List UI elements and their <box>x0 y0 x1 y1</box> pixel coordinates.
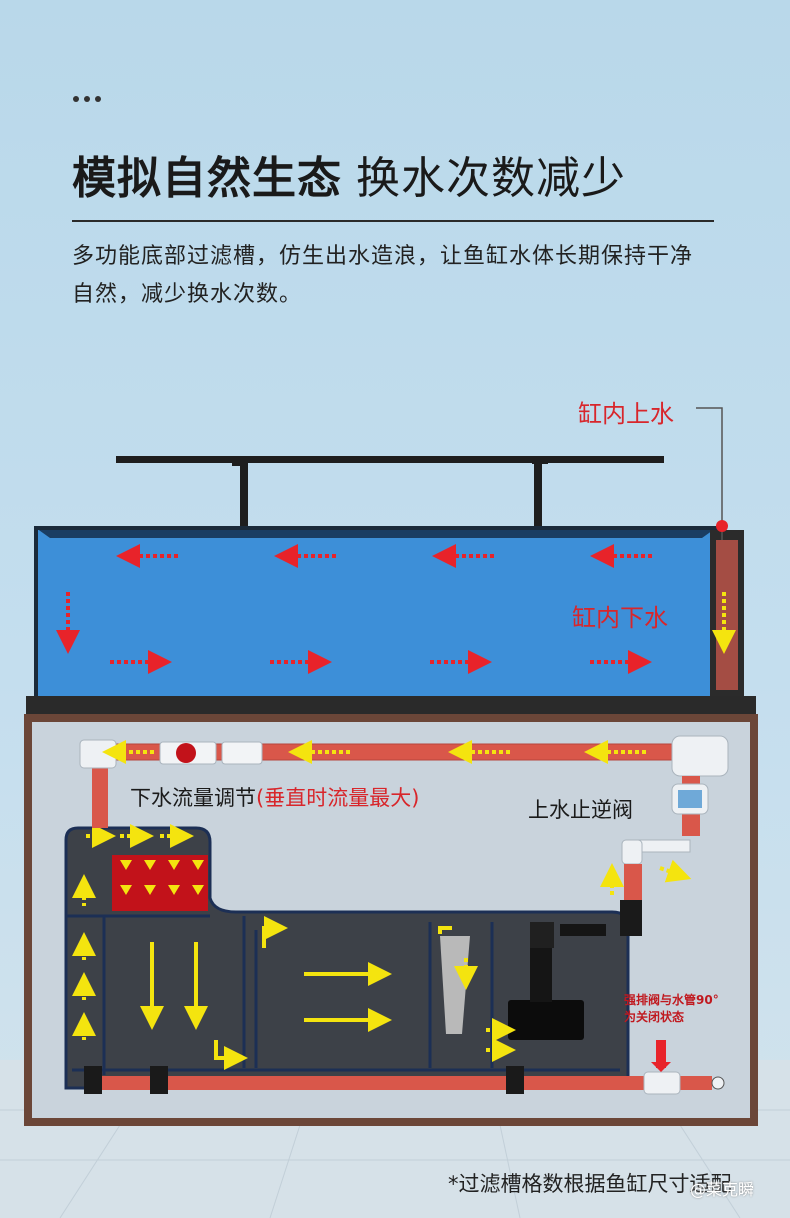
label-check-valve: 上水止逆阀 <box>528 798 633 822</box>
description: 多功能底部过滤槽，仿生出水造浪，让鱼缸水体长期保持干净自然，减少换水次数。 <box>72 244 694 307</box>
inlet-dot <box>716 520 728 532</box>
title-light: 换水次数减少 <box>356 153 626 204</box>
bottom-drain-pipe <box>84 1040 725 1095</box>
drain-pipe <box>79 735 729 828</box>
title-divider <box>72 220 714 222</box>
flow-adjust-text: 下水流量调节 <box>130 786 256 810</box>
inlet-label-line <box>696 407 723 540</box>
label-drain-valve: 强排阀与水管90° 为关闭状态 <box>624 992 719 1026</box>
brick-arrows <box>120 860 204 895</box>
footnote: *过滤槽格数根据鱼缸尺寸适配 <box>448 1172 732 1196</box>
drain-valve-line1: 强排阀与水管90° <box>624 993 719 1007</box>
label-flow-adjust: 下水流量调节(垂直时流量最大) <box>130 782 419 812</box>
page-title: 模拟自然生态换水次数减少 <box>72 142 626 206</box>
tank-flow-arrows <box>56 544 652 674</box>
flow-adjust-note: (垂直时流量最大) <box>256 786 420 810</box>
cabinet-top <box>26 696 756 718</box>
watermark: @菜克瞬 <box>690 1180 755 1199</box>
tank-lid-rail <box>116 456 664 540</box>
label-outlet-down: 缸内下水 <box>572 604 668 632</box>
drain-valve-line2: 为关闭状态 <box>624 1010 685 1024</box>
menu-dots-icon <box>73 96 101 102</box>
title-bold: 模拟自然生态 <box>72 153 342 204</box>
label-inlet-up: 缸内上水 <box>578 400 674 428</box>
return-pipe <box>620 776 709 936</box>
fish-tank <box>34 526 744 702</box>
filter-flow-arrows <box>72 824 692 1070</box>
